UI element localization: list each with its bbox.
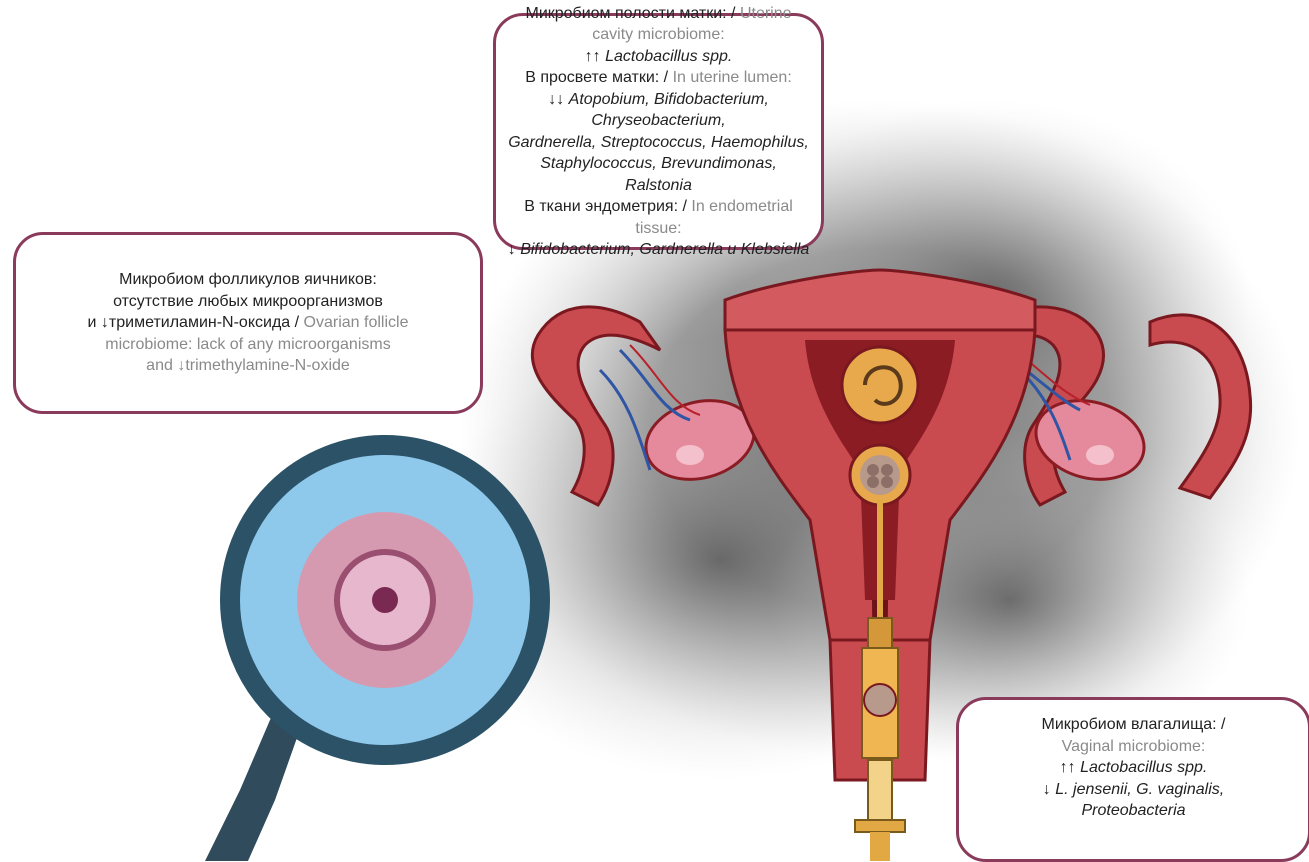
uterine-line-8-taxa: Bifidobacterium, Gardnerella и Klebsiell… — [520, 241, 809, 258]
ovarian-line-3: и ↓триметиламин-N-оксида / Ovarian folli… — [56, 312, 440, 334]
oocyte-icon — [850, 445, 910, 505]
uterine-line-3-ru: В просвете матки: / — [525, 69, 668, 86]
ovarian-line-3-en: Ovarian follicle — [304, 314, 409, 331]
uterine-line-2-taxa: Lactobacillus spp. — [605, 48, 732, 65]
uterine-line-7-ru: В ткани эндометрия: / — [524, 198, 687, 215]
uterine-line-5: Gardnerella, Streptococcus, Haemophilus, — [506, 132, 811, 154]
ovarian-microbiome-callout: Микробиом фолликулов яичников: отсутстви… — [13, 232, 483, 414]
uterine-line-6-taxa: Staphylococcus, Brevundimonas, Ralstonia — [540, 155, 777, 194]
ovarian-line-4: microbiome: lack of any microorganisms — [56, 334, 440, 356]
uterine-line-7: В ткани эндометрия: / In endometrial tis… — [506, 196, 811, 239]
uterine-line-3-en: In uterine lumen: — [673, 69, 792, 86]
vaginal-line-3: ↑↑ Lactobacillus spp. — [969, 757, 1298, 779]
vaginal-line-4-taxa: L. jensenii, G. vaginalis, — [1055, 781, 1224, 798]
vaginal-line-3-arrows: ↑↑ — [1060, 759, 1076, 776]
embryo-icon — [842, 347, 918, 423]
uterine-line-1-ru: Микробиом полости матки: / — [525, 5, 735, 22]
vaginal-microbiome-callout: Микробиом влагалища: / Vaginal microbiom… — [956, 697, 1309, 862]
ovarian-line-3-ru: и ↓триметиламин-N-оксида / — [88, 314, 300, 331]
uterine-line-2: ↑↑ Lactobacillus spp. — [506, 46, 811, 68]
uterine-line-4-arrows: ↓↓ — [548, 91, 564, 108]
uterine-line-5-taxa: Gardnerella, Streptococcus, Haemophilus, — [508, 134, 809, 151]
vaginal-line-4: ↓ L. jensenii, G. vaginalis, — [969, 779, 1298, 801]
vaginal-line-3-taxa: Lactobacillus spp. — [1080, 759, 1207, 776]
ovarian-line-5: and ↓trimethylamine-N-oxide — [56, 355, 440, 377]
magnifier-icon — [205, 445, 540, 861]
uterine-line-6: Staphylococcus, Brevundimonas, Ralstonia — [506, 153, 811, 196]
ovarian-line-1: Микробиом фолликулов яичников: — [56, 269, 440, 291]
uterine-line-4: ↓↓ Atopobium, Bifidobacterium, Chryseoba… — [506, 89, 811, 132]
vaginal-line-1: Микробиом влагалища: / — [969, 714, 1298, 736]
uterine-line-8-arrows: ↓ — [508, 241, 516, 258]
vaginal-line-5-taxa: Proteobacteria — [1081, 802, 1185, 819]
uterine-microbiome-callout: Микробиом полости матки: / Uterine cavit… — [493, 13, 824, 250]
vaginal-line-4-arrows: ↓ — [1043, 781, 1051, 798]
ovarian-line-2: отсутствие любых микроорганизмов — [56, 291, 440, 313]
uterine-line-4-taxa: Atopobium, Bifidobacterium, Chryseobacte… — [569, 91, 769, 130]
uterine-line-2-arrows: ↑↑ — [585, 48, 601, 65]
uterine-line-1: Микробиом полости матки: / Uterine cavit… — [506, 3, 811, 46]
uterine-line-3: В просвете матки: / In uterine lumen: — [506, 67, 811, 89]
vaginal-line-2: Vaginal microbiome: — [969, 736, 1298, 758]
uterine-line-8: ↓ Bifidobacterium, Gardnerella и Klebsie… — [506, 239, 811, 261]
vaginal-line-5: Proteobacteria — [969, 800, 1298, 822]
